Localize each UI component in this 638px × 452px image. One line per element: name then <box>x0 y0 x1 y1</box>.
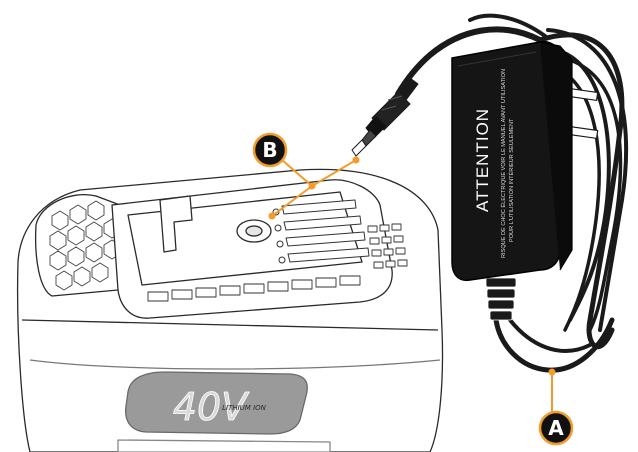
cord-strain-relief <box>486 278 516 320</box>
callout-b-label: B <box>262 138 277 162</box>
adapter-warning-line-1: RISQUE DE CHOC ÉLECTRIQUE VOIR LE MANUEL… <box>500 69 507 258</box>
adapter-warning-line-2: POUR L'UTILISATION INTÉRIEUR SEULEMENT <box>508 118 515 242</box>
charging-port <box>237 220 271 242</box>
callout-a-label: A <box>548 416 564 440</box>
battery-chemistry-label: LITHIUM ION <box>222 404 267 412</box>
dc-charger-plug <box>352 78 418 156</box>
adapter-attention-label: ATTENTION <box>473 108 492 212</box>
grip-pad <box>36 195 124 296</box>
